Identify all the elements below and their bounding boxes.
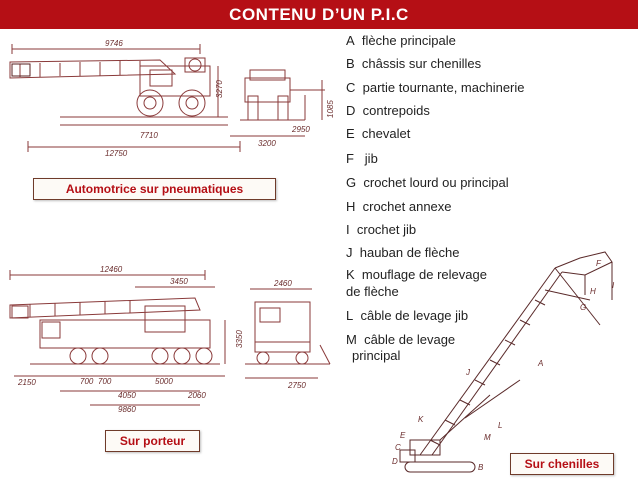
wheel-1 (69, 347, 87, 365)
legend-item-h: H crochet annexe (346, 199, 452, 214)
boom-porteur (9, 297, 201, 319)
legend-item-l: L câble de levage jib (346, 308, 469, 323)
legend-item-e: E chevalet (346, 126, 411, 141)
drawing-automotrice (9, 44, 325, 152)
dim-text-bottom-length: 12750 (105, 149, 128, 158)
chassis-body (139, 65, 211, 97)
label-chenilles: Sur chenilles (510, 453, 614, 475)
machinery (409, 439, 441, 456)
stay-cable (554, 267, 601, 326)
legend-item-j: J hauban de flèche (346, 245, 460, 260)
crane-label-j: J (465, 368, 471, 377)
crane-label-d: D (392, 457, 398, 466)
crane-label-i: I (612, 281, 615, 290)
crane-label-b: B (478, 463, 484, 472)
dim-text-700a: 700 (80, 377, 94, 386)
dim-text-height: 3270 (215, 80, 224, 98)
legend-item-m-line2: principal (352, 348, 401, 363)
page-title: CONTENU D’UN P.I.C (229, 4, 409, 24)
title-bar: CONTENU D’UN P.I.C (0, 0, 638, 29)
legend-item-b: B châssis sur chenilles (346, 56, 482, 71)
legend-item-c: C partie tournante, machinerie (346, 80, 525, 95)
wheel-3 (151, 347, 169, 365)
dim-text-2460: 2460 (273, 279, 292, 288)
label-automotrice: Automotrice sur pneumatiques (33, 178, 276, 200)
truck-body (39, 319, 211, 349)
legend-item-g: G crochet lourd ou principal (346, 175, 509, 190)
label-porteur: Sur porteur (105, 430, 200, 452)
dim-text-side-height: 1085 (326, 100, 335, 118)
boom (9, 59, 177, 79)
wheel-4 (173, 347, 191, 365)
crane-label-m: M (484, 433, 491, 442)
dim-text-mid-length: 7710 (140, 131, 158, 140)
dim-text-3450: 3450 (170, 277, 188, 286)
legend-item-k-line2: de flèche (346, 284, 399, 299)
dim-text-4050: 4050 (118, 391, 136, 400)
dim-text-clearance: 2950 (291, 125, 310, 134)
legend-item-d: D contrepoids (346, 103, 430, 118)
crane-label-e: E (400, 431, 406, 440)
legend-item-k: K mouflage de relevage (346, 267, 487, 282)
crane-label-a: A (537, 359, 543, 368)
jib (554, 251, 613, 276)
dim-text-3350: 3350 (235, 330, 244, 348)
wheel-5 (195, 347, 213, 365)
dim-text-700b: 700 (98, 377, 112, 386)
wheel-rear (178, 89, 206, 117)
crane-label-k: K (418, 415, 424, 424)
dim-text-5000: 5000 (155, 377, 173, 386)
crane-label-l: L (498, 421, 502, 430)
dim-text-9860: 9860 (118, 405, 136, 414)
dim-text-12460: 12460 (100, 265, 123, 274)
legend-item-m: M câble de levage (346, 332, 456, 347)
wheel-front (136, 89, 164, 117)
dim-text-2750: 2750 (287, 381, 306, 390)
rear-view-body (244, 77, 291, 103)
crane-label-h: H (590, 287, 596, 296)
main-boom (419, 267, 556, 456)
wheel-2 (91, 347, 109, 365)
crane-label-f: F (596, 259, 602, 268)
dim-text-width: 3200 (258, 139, 276, 148)
counterweight (399, 449, 416, 463)
legend-item-f: F jib (346, 151, 378, 166)
dim-text-top-length: 9746 (105, 39, 123, 48)
crane-label-g: G (580, 303, 586, 312)
drawing-porteur (9, 270, 331, 406)
drawing-chenilles (399, 251, 613, 473)
dim-text-2060: 2060 (187, 391, 206, 400)
dim-text-2150: 2150 (17, 378, 36, 387)
legend-item-i: I crochet jib (346, 222, 417, 237)
legend-item-a: A flèche principale (346, 33, 456, 48)
crane-label-c: C (395, 443, 401, 452)
crawler-track (404, 461, 476, 473)
